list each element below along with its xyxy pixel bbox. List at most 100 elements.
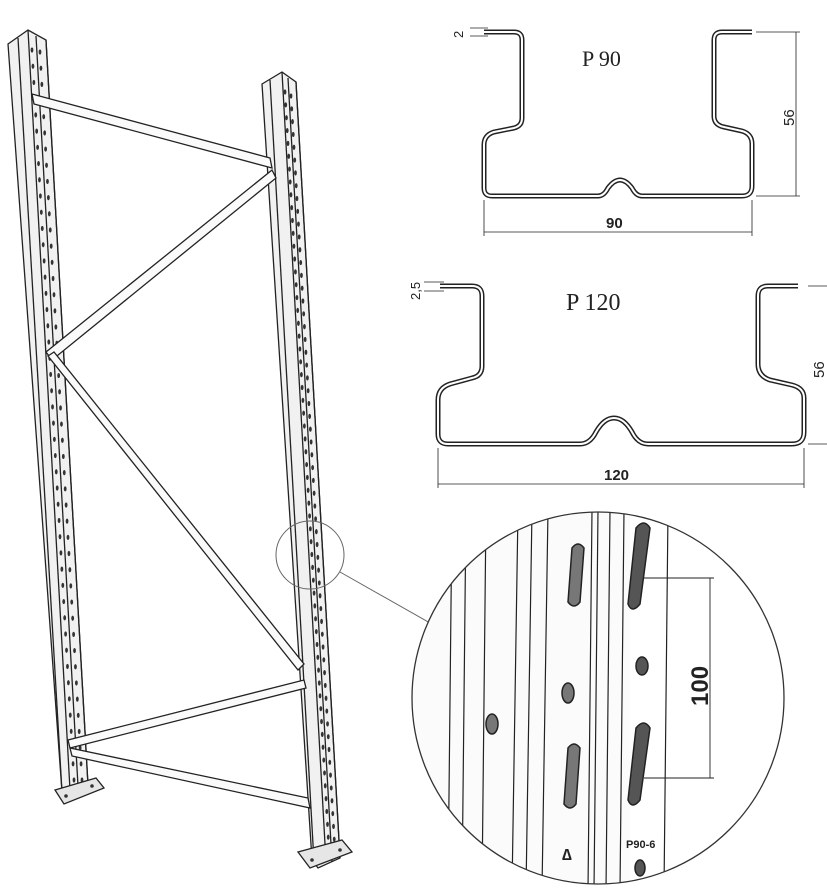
upright-frame bbox=[7, 29, 461, 869]
upright-hole bbox=[61, 582, 65, 588]
upright-hole bbox=[41, 242, 45, 248]
upright-hole bbox=[294, 170, 297, 176]
upright-hole bbox=[295, 294, 299, 301]
upright-hole bbox=[294, 269, 297, 275]
upright-hole bbox=[74, 664, 77, 670]
p90-title: P 90 bbox=[582, 46, 621, 71]
upright-hole bbox=[67, 696, 71, 702]
upright-hole bbox=[50, 259, 54, 265]
upright-hole bbox=[54, 324, 58, 330]
upright-hole bbox=[285, 127, 289, 134]
upright-hole bbox=[62, 598, 66, 605]
upright-hole bbox=[323, 670, 326, 676]
upright-hole bbox=[291, 119, 294, 125]
upright-hole bbox=[302, 423, 306, 429]
upright-hole bbox=[318, 593, 322, 599]
upright-hole bbox=[316, 654, 320, 660]
upright-hole bbox=[73, 647, 76, 654]
upright-hole bbox=[323, 770, 326, 776]
upright-hole bbox=[326, 834, 330, 840]
upright-hole bbox=[61, 453, 65, 460]
upright-hole bbox=[320, 718, 323, 725]
upright-hole bbox=[308, 413, 312, 419]
upright-hole bbox=[45, 162, 48, 168]
upright-hole bbox=[297, 234, 301, 240]
upright-hole bbox=[298, 346, 302, 352]
upright-hole bbox=[291, 217, 294, 224]
upright-hole bbox=[326, 721, 329, 727]
upright-hole bbox=[71, 761, 75, 767]
upright-hole bbox=[47, 339, 51, 345]
upright-hole bbox=[311, 577, 315, 583]
upright-hole bbox=[44, 146, 47, 152]
upright-hole bbox=[332, 823, 335, 829]
upright-hole bbox=[72, 777, 76, 783]
upright-hole bbox=[288, 179, 292, 185]
upright-hole bbox=[55, 485, 59, 491]
upright-hole bbox=[308, 426, 312, 432]
upright-hole bbox=[329, 785, 333, 791]
upright-hole bbox=[31, 63, 35, 69]
upright-hole bbox=[317, 567, 320, 573]
p90-width-label: 90 bbox=[606, 215, 623, 232]
upright-hole bbox=[293, 256, 297, 262]
upright-hole bbox=[300, 372, 303, 378]
upright-hole bbox=[289, 93, 293, 99]
upright-hole bbox=[49, 371, 53, 378]
upright-hole bbox=[42, 114, 46, 120]
upright-hole bbox=[62, 470, 66, 476]
upright-hole bbox=[325, 708, 329, 714]
right-upright bbox=[261, 71, 354, 869]
upright-hole bbox=[45, 306, 49, 313]
upright-hole bbox=[319, 706, 323, 712]
upright-hole bbox=[328, 759, 332, 765]
upright-hole bbox=[52, 292, 56, 298]
upright-hole bbox=[78, 745, 82, 751]
upright-hole bbox=[294, 183, 298, 189]
upright-hole bbox=[64, 502, 68, 508]
upright-hole bbox=[49, 243, 53, 249]
upright-hole bbox=[311, 564, 314, 570]
upright-hole bbox=[309, 539, 313, 545]
upright-hole bbox=[304, 449, 308, 455]
upright-hole bbox=[318, 693, 322, 699]
upright-hole bbox=[317, 667, 320, 673]
upright-hole bbox=[305, 461, 309, 468]
top-horizontal-brace bbox=[31, 93, 273, 169]
upright-hole bbox=[306, 487, 310, 493]
upright-hole bbox=[302, 410, 306, 416]
upright-hole bbox=[287, 153, 291, 159]
upright-hole bbox=[69, 728, 73, 734]
upright-hole bbox=[52, 420, 55, 426]
upright-hole bbox=[39, 209, 43, 215]
upright-hole bbox=[301, 397, 305, 403]
p120-width-label: 120 bbox=[604, 467, 629, 484]
upright-hole bbox=[46, 323, 50, 329]
upright-hole bbox=[39, 65, 43, 71]
upright-hole bbox=[307, 500, 311, 506]
upright-hole bbox=[324, 695, 328, 701]
upright-hole bbox=[319, 605, 323, 612]
upright-hole bbox=[51, 404, 54, 410]
upright-hole bbox=[292, 144, 296, 150]
upright-hole bbox=[291, 230, 295, 236]
upright-hole bbox=[54, 469, 58, 475]
upright-hole bbox=[308, 513, 312, 519]
upright-hole bbox=[331, 810, 335, 817]
upright-hole bbox=[37, 160, 40, 167]
upright-hole bbox=[312, 590, 316, 596]
diagonal-braces bbox=[45, 168, 305, 671]
upright-hole bbox=[69, 583, 73, 589]
upright-hole bbox=[295, 195, 299, 202]
upright-hole bbox=[67, 550, 71, 557]
upright-hole bbox=[60, 566, 64, 572]
upright-hole bbox=[297, 320, 300, 326]
upright-hole bbox=[300, 272, 303, 278]
upright-hole bbox=[70, 599, 74, 605]
upright-hole bbox=[63, 486, 67, 492]
p90-thickness-label: 2 bbox=[451, 31, 466, 38]
upright-hole bbox=[308, 526, 312, 532]
upright-hole bbox=[303, 436, 307, 442]
upright-hole bbox=[320, 631, 324, 637]
upright-hole bbox=[291, 131, 295, 138]
